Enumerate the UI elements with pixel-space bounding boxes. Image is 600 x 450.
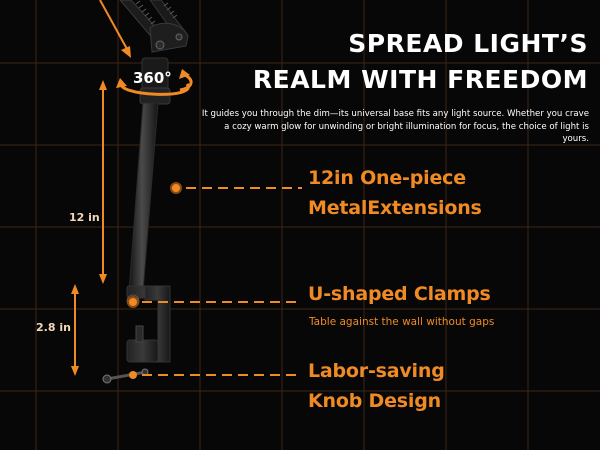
dimension-arrow-12in: [99, 80, 107, 284]
feature-clamp-title: U-shaped Clamps: [308, 283, 491, 305]
dimension-arrow-2-8in: [71, 284, 79, 376]
headline-line-2: REALM WITH FREEDOM: [252, 65, 588, 94]
dimension-label-extension: 12 in: [69, 211, 100, 224]
callout-extension: [170, 182, 302, 194]
feature-knob-title-line-2: Knob Design: [308, 390, 441, 412]
adjustment-knob: [102, 368, 149, 384]
dimension-label-clamp: 2.8 in: [36, 321, 71, 334]
swing-arm: [119, 0, 189, 53]
u-shaped-clamp: [126, 285, 171, 363]
feature-extension-title-line-1: 12in One-piece: [308, 167, 466, 189]
feature-clamp-subtitle: Table against the wall without gaps: [309, 316, 495, 328]
feature-extension-title-line-2: MetalExtensions: [308, 197, 482, 219]
feature-knob-title-line-1: Labor-saving: [308, 360, 445, 382]
rotation-arrow: [116, 69, 193, 96]
swing-direction-arrow: [99, 0, 131, 58]
extension-pole: [128, 102, 159, 293]
rotation-degree-label: 360°: [133, 69, 172, 87]
product-description: It guides you through the dim—its univer…: [201, 109, 589, 145]
rotation-socket: [139, 57, 171, 105]
callout-clamp: [127, 296, 302, 308]
callout-knob: [129, 371, 302, 379]
headline-line-1: SPREAD LIGHT’S: [348, 29, 588, 58]
